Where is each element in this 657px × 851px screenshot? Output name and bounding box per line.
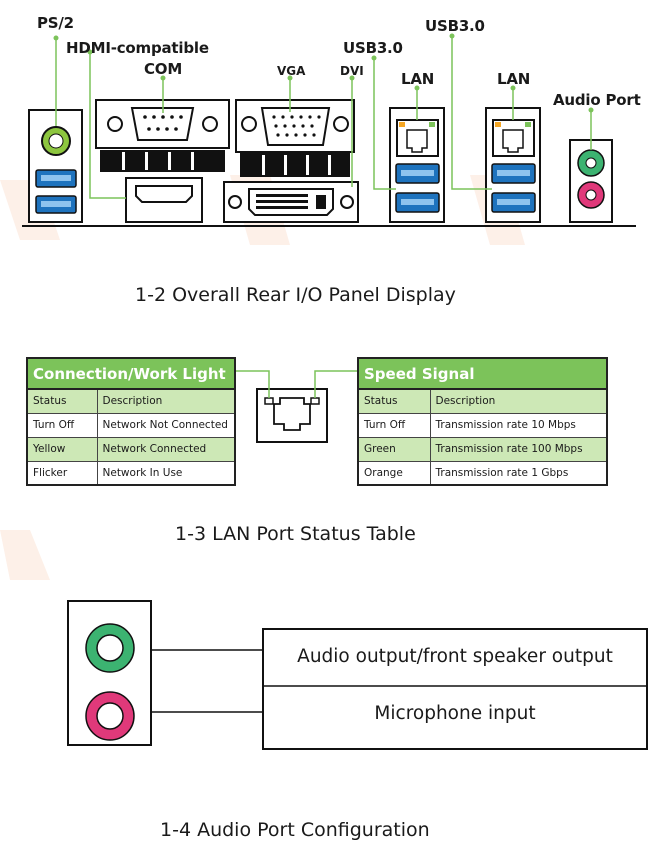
table-header-description: Description bbox=[96, 388, 236, 414]
usb30-right-label: USB3.0 bbox=[425, 17, 485, 35]
audio-output-row-label: Audio output/front speaker output bbox=[297, 646, 613, 667]
speed-table-title: Speed Signal bbox=[357, 357, 608, 390]
table-cell: Green bbox=[357, 436, 431, 462]
table-cell: Turn Off bbox=[357, 412, 431, 438]
table-cell: Network In Use bbox=[96, 460, 236, 486]
table-cell: Transmission rate 1 Gbps bbox=[429, 460, 608, 486]
vga-dvi-group bbox=[223, 75, 359, 223]
ps2-port-group bbox=[28, 35, 83, 223]
microphone-input-row-label: Microphone input bbox=[374, 703, 536, 724]
connection-light-table: Connection/Work Light Status Description… bbox=[26, 357, 236, 486]
table-cell: Yellow bbox=[26, 436, 98, 462]
table-cell: Transmission rate 100 Mbps bbox=[429, 436, 608, 462]
table-cell: Flicker bbox=[26, 460, 98, 486]
com-label: COM bbox=[144, 60, 183, 78]
table-row: Flicker Network In Use bbox=[26, 460, 236, 486]
table-header-status: Status bbox=[357, 388, 431, 414]
connection-table-title: Connection/Work Light bbox=[26, 357, 236, 390]
lan-right-label: LAN bbox=[497, 70, 531, 88]
audio-port-label: Audio Port bbox=[553, 91, 641, 109]
figure-1-4-caption: 1-4 Audio Port Configuration bbox=[160, 819, 430, 841]
com-hdmi-group bbox=[87, 49, 230, 223]
table-row: Turn Off Transmission rate 10 Mbps bbox=[357, 412, 608, 438]
audio-config-diagram bbox=[67, 600, 648, 750]
vga-label: VGA bbox=[277, 64, 306, 78]
ps2-label: PS/2 bbox=[37, 14, 74, 32]
table-row: Orange Transmission rate 1 Gbps bbox=[357, 460, 608, 486]
figure-1-2-caption: 1-2 Overall Rear I/O Panel Display bbox=[135, 284, 456, 306]
table-cell: Transmission rate 10 Mbps bbox=[429, 412, 608, 438]
table-row: Turn Off Network Not Connected bbox=[26, 412, 236, 438]
table-row: Yellow Network Connected bbox=[26, 436, 236, 462]
dvi-label: DVI bbox=[340, 64, 364, 78]
audio-port-group bbox=[569, 107, 613, 223]
hdmi-port-icon bbox=[135, 185, 193, 203]
usb30-left-label: USB3.0 bbox=[343, 39, 403, 57]
speed-signal-table: Speed Signal Status Description Turn Off… bbox=[357, 357, 608, 486]
table-cell: Network Not Connected bbox=[96, 412, 236, 438]
table-row: Green Transmission rate 100 Mbps bbox=[357, 436, 608, 462]
rj45-jack-diagram bbox=[236, 370, 357, 443]
table-header-description: Description bbox=[429, 388, 608, 414]
lan-usb-group-right bbox=[449, 33, 541, 223]
lan-left-label: LAN bbox=[401, 70, 435, 88]
table-header-status: Status bbox=[26, 388, 98, 414]
table-cell: Network Connected bbox=[96, 436, 236, 462]
hdmi-label: HDMI-compatible bbox=[66, 39, 209, 57]
table-cell: Turn Off bbox=[26, 412, 98, 438]
table-cell: Orange bbox=[357, 460, 431, 486]
com-port-icon bbox=[130, 107, 195, 141]
figure-1-3-caption: 1-3 LAN Port Status Table bbox=[175, 523, 416, 545]
lan-usb-group-left bbox=[371, 55, 445, 223]
